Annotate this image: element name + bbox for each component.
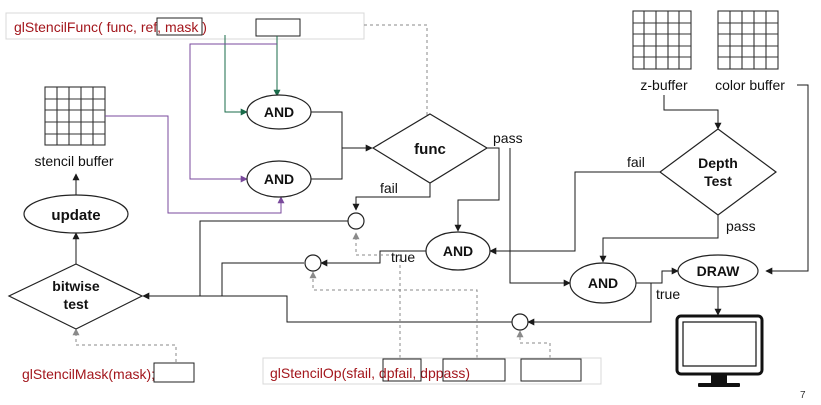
and-bottom-to-func-line bbox=[311, 148, 343, 180]
bitwise-test-diamond: bitwise test bbox=[7, 263, 144, 330]
ref-param-box bbox=[156, 17, 203, 36]
bitwise-test-label-line2: test bbox=[64, 296, 89, 312]
color-buffer-label: color buffer bbox=[715, 77, 785, 93]
draw-true-arrow bbox=[527, 283, 652, 326]
and-top-to-func-arrow bbox=[311, 111, 373, 152]
func-param-arrow bbox=[364, 24, 431, 139]
mask-param-to-bitwise-arrow bbox=[72, 328, 177, 362]
connectors bbox=[72, 24, 809, 362]
update-node: update bbox=[23, 194, 129, 234]
sfail-param-box bbox=[382, 358, 422, 382]
z-buffer-label: z-buffer bbox=[640, 77, 688, 93]
depth-pass-arrow bbox=[599, 215, 719, 263]
depth-test-label-line1: Depth bbox=[698, 155, 738, 171]
color-buffer-grid-icon bbox=[717, 10, 779, 70]
and-to-draw-arrow bbox=[636, 267, 679, 284]
stencil-func-panel: glStencilFunc( func, ref, mask ) bbox=[5, 12, 365, 40]
junction-circle-dppass bbox=[511, 313, 529, 331]
sfail-dashed-arrow bbox=[352, 232, 401, 358]
draw-label: DRAW bbox=[697, 263, 741, 279]
stencil-buffer: stencil buffer bbox=[34, 86, 114, 169]
func-pass-label: pass bbox=[493, 130, 523, 146]
junction1-line bbox=[199, 220, 348, 296]
page-number: 7 bbox=[800, 390, 806, 401]
bitwise-test-label-line1: bitwise bbox=[52, 278, 100, 294]
stencil-op-panel-edge bbox=[262, 357, 602, 385]
stencil-mask-code: glStencilMask(mask); bbox=[22, 366, 155, 382]
stencil-buffer-label: stencil buffer bbox=[34, 153, 113, 169]
stencil-to-and-arrow bbox=[105, 115, 285, 214]
and-node-ref-label: AND bbox=[264, 104, 294, 120]
junction-circle-dpfail bbox=[304, 254, 322, 272]
dppass-dashed-arrow bbox=[516, 330, 551, 358]
dpfail-dashed-arrow bbox=[309, 271, 478, 358]
dppass-param-box bbox=[520, 358, 582, 382]
z-buffer: z-buffer bbox=[632, 10, 692, 93]
depth-pass-label: pass bbox=[726, 218, 756, 234]
and-node-fail: AND bbox=[425, 231, 491, 271]
zbuffer-to-depth-arrow bbox=[663, 95, 722, 130]
z-buffer-grid-icon bbox=[632, 10, 692, 70]
dpfail-param-box bbox=[442, 358, 506, 382]
func-diamond: func bbox=[371, 113, 489, 184]
and-true-label: true bbox=[391, 249, 415, 265]
junction-circle-fail bbox=[347, 212, 365, 230]
draw-true-label: true bbox=[656, 286, 680, 302]
junction2-line bbox=[221, 262, 304, 296]
ref-to-and-arrow bbox=[224, 35, 248, 116]
depth-test-diamond: Depth Test bbox=[658, 128, 778, 216]
mask-param-box bbox=[255, 18, 301, 37]
draw-node: DRAW bbox=[677, 254, 759, 288]
color-buffer: color buffer bbox=[715, 10, 785, 93]
depth-fail-label: fail bbox=[627, 154, 645, 170]
junction3-to-bitwise-arrow bbox=[142, 292, 512, 323]
func-label: func bbox=[414, 141, 446, 158]
and-node-draw-label: AND bbox=[588, 275, 618, 291]
stencil-func-panel-edge bbox=[5, 12, 365, 40]
and-node-ref: AND bbox=[246, 94, 312, 130]
and-node-stencil: AND bbox=[246, 160, 312, 198]
depth-test-label-line2: Test bbox=[704, 173, 732, 189]
and-true-arrow bbox=[320, 250, 426, 267]
and-node-stencil-label: AND bbox=[264, 171, 294, 187]
depth-fail-arrow bbox=[489, 171, 660, 255]
and-node-draw: AND bbox=[569, 262, 637, 304]
func-fail-arrow bbox=[352, 183, 431, 211]
stencil-op-panel: glStencilOp(sfail, dpfail, dppass) bbox=[262, 357, 602, 385]
stencil-mask-panel: glStencilMask(mask); bbox=[22, 362, 195, 383]
monitor-icon bbox=[675, 314, 764, 387]
and-node-fail-label: AND bbox=[443, 243, 473, 259]
color-to-draw-arrow bbox=[765, 84, 809, 275]
func-pass-to-and-draw-arrow bbox=[509, 148, 571, 287]
mask-to-and-bottom-arrow bbox=[189, 43, 277, 183]
stencil-op-code: glStencilOp(sfail, dpfail, dppass) bbox=[270, 365, 470, 381]
update-label: update bbox=[51, 207, 100, 224]
func-fail-label: fail bbox=[380, 180, 398, 196]
stencil-grid-icon bbox=[44, 86, 106, 146]
stencil-func-code: glStencilFunc( func, ref, mask ) bbox=[14, 19, 207, 35]
stencil-mask-param-box bbox=[153, 362, 195, 383]
